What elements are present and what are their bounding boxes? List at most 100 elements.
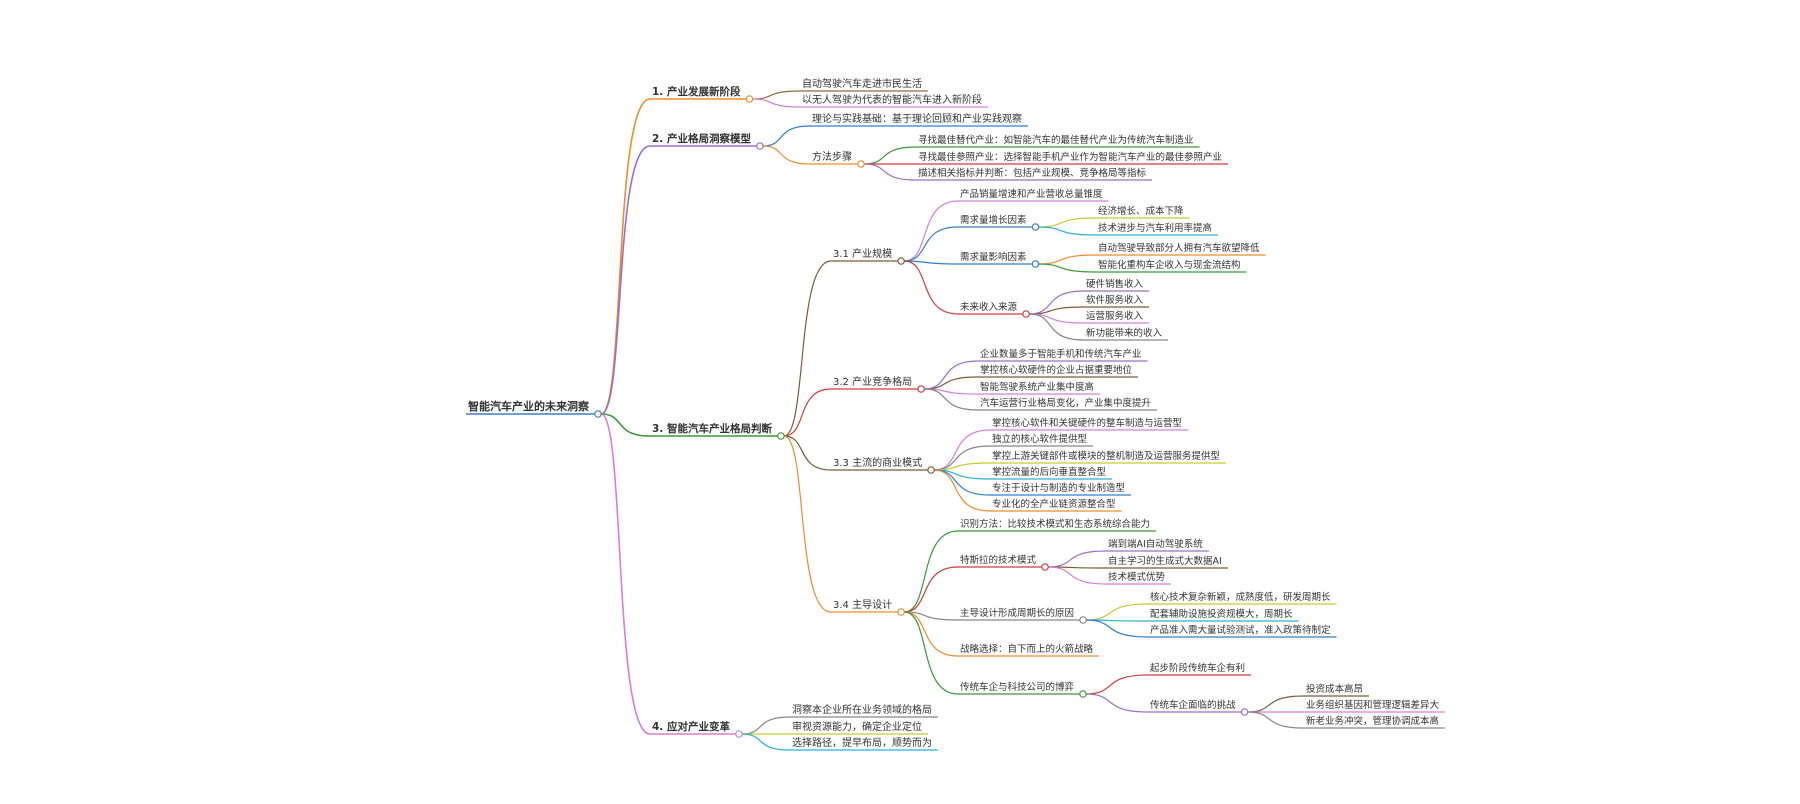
connector-line (783, 435, 832, 471)
sub-topic[interactable]: 核心技术复杂新颖，成熟度低，研发周期长 (1150, 591, 1331, 603)
mindmap-connectors (466, 90, 1446, 751)
connector-line (904, 611, 959, 621)
connector-line (1038, 254, 1097, 265)
connector-line (1029, 290, 1085, 315)
sub-topic[interactable]: 业务组织基因和管理逻辑差异大 (1306, 699, 1440, 711)
connector-line (1247, 695, 1305, 713)
collapse-toggle[interactable] (1031, 223, 1040, 231)
connector-line (1086, 603, 1149, 621)
collapse-toggle[interactable] (917, 385, 925, 393)
sub-topic[interactable]: 硬件销售收入 (1086, 278, 1144, 290)
collapse-toggle[interactable] (1079, 616, 1087, 624)
sub-topic[interactable]: 寻找最佳替代产业：如智能汽车的最佳替代产业为传统汽车制造业 (918, 134, 1194, 146)
sub-topic[interactable]: 配套辅助设施投资规模大，周期长 (1150, 608, 1293, 620)
sub-topic[interactable]: 3.3 主流的商业模式 (833, 456, 922, 469)
connector-line (783, 388, 832, 437)
connector-line (1038, 217, 1097, 228)
connector-line (741, 733, 791, 751)
connector-line (1038, 226, 1097, 236)
sub-topic[interactable]: 理论与实践基础：基于理论回顾和产业实践观察 (812, 112, 1022, 125)
sub-topic[interactable]: 独立的核心软件提供型 (992, 433, 1088, 445)
sub-topic[interactable]: 掌控核心软硬件的企业占据重要地位 (980, 364, 1133, 376)
sub-topic[interactable]: 需求量增长因素 (960, 214, 1027, 226)
collapse-toggle[interactable] (777, 432, 785, 440)
sub-topic[interactable]: 软件服务收入 (1086, 294, 1144, 306)
collapse-toggle[interactable] (756, 142, 764, 150)
root-topic[interactable]: 智能汽车产业的未来洞察 (468, 399, 590, 413)
sub-topic[interactable]: 自主学习的生成式大数据AI (1108, 555, 1222, 567)
sub-topic[interactable]: 运营服务收入 (1086, 310, 1144, 322)
sub-topic[interactable]: 洞察本企业所在业务领域的格局 (792, 703, 932, 716)
collapse-toggle[interactable] (1041, 563, 1049, 571)
sub-topic[interactable]: 新老业务冲突，管理协调成本高 (1306, 715, 1439, 727)
sub-topic[interactable]: 智能化重构车企收入与现金流结构 (1098, 259, 1241, 271)
sub-topic[interactable]: 掌控上游关键部件或模块的整机制造及运营服务提供型 (992, 450, 1221, 462)
collapse-toggle[interactable] (1079, 690, 1087, 698)
collapse-toggle[interactable] (897, 608, 905, 616)
collapse-toggle[interactable] (1031, 260, 1040, 268)
main-topic[interactable]: 4. 应对产业变革 (652, 720, 730, 733)
sub-topic[interactable]: 起步阶段传统车企有利 (1150, 662, 1245, 674)
sub-topic[interactable]: 企业数量多于智能手机和传统汽车产业 (980, 348, 1142, 360)
sub-topic[interactable]: 技术模式优势 (1108, 571, 1166, 583)
connector-line (600, 413, 651, 735)
connector-line (1086, 674, 1149, 695)
sub-topic[interactable]: 审视资源能力，确定企业定位 (792, 720, 922, 733)
sub-topic[interactable]: 战略选择：自下而上的火箭战略 (960, 643, 1094, 655)
sub-topic[interactable]: 专业化的全产业链资源整合型 (992, 498, 1116, 510)
connector-line (904, 566, 959, 613)
collapse-toggle[interactable] (1240, 708, 1249, 716)
sub-topic[interactable]: 3.2 产业竞争格局 (833, 375, 912, 388)
collapse-toggle[interactable] (745, 95, 754, 103)
sub-topic[interactable]: 自动驾驶导致部分人拥有汽车欲望降低 (1098, 242, 1260, 254)
sub-topic[interactable]: 3.1 产业规模 (833, 247, 892, 260)
connector-line (924, 360, 979, 390)
sub-topic[interactable]: 端到端AI自动驾驶系统 (1108, 538, 1203, 550)
sub-topic[interactable]: 经济增长、成本下降 (1098, 205, 1184, 217)
connector-line (1029, 313, 1085, 341)
main-topic[interactable]: 3. 智能汽车产业格局判断 (652, 422, 772, 435)
sub-topic[interactable]: 新功能带来的收入 (1086, 327, 1163, 339)
sub-topic[interactable]: 寻找最佳参照产业：选择智能手机产业作为智能汽车产业的最佳参照产业 (918, 151, 1222, 163)
collapse-toggle[interactable] (927, 466, 935, 474)
sub-topic[interactable]: 掌控流量的后向垂直整合型 (992, 466, 1107, 478)
mindmap-nodes (594, 95, 1249, 738)
sub-topic[interactable]: 自动驾驶汽车走进市民生活 (802, 77, 922, 90)
sub-topic[interactable]: 智能驾驶系统产业集中度高 (980, 381, 1094, 393)
main-topic[interactable]: 1. 产业发展新阶段 (652, 85, 741, 98)
sub-topic[interactable]: 技术进步与汽车利用率提高 (1098, 222, 1212, 234)
connector-line (1048, 566, 1107, 585)
sub-topic[interactable]: 汽车运营行业格局变化，产业集中度提升 (980, 397, 1152, 409)
sub-topic[interactable]: 描述相关指标并判断：包括产业规模、竞争格局等指标 (918, 167, 1147, 179)
sub-topic[interactable]: 识别方法：比较技术模式和生态系统综合能力 (960, 518, 1150, 530)
sub-topic[interactable]: 掌控核心软件和关键硬件的整车制造与运营型 (992, 417, 1183, 429)
connector-line (762, 125, 811, 147)
sub-topic[interactable]: 以无人驾驶为代表的智能汽车进入新阶段 (802, 93, 982, 106)
main-topic[interactable]: 2. 产业格局洞察模型 (652, 132, 751, 145)
collapse-toggle[interactable] (594, 410, 602, 418)
connector-line (783, 435, 832, 613)
connector-line (904, 226, 959, 262)
connector-line (752, 98, 801, 108)
sub-topic[interactable]: 投资成本高昂 (1306, 683, 1363, 695)
sub-topic[interactable]: 需求量影响因素 (960, 251, 1027, 263)
sub-topic[interactable]: 特斯拉的技术模式 (960, 554, 1037, 566)
collapse-toggle[interactable] (1022, 310, 1030, 318)
sub-topic[interactable]: 未来收入来源 (960, 301, 1018, 313)
sub-topic[interactable]: 选择路径，提早布局，顺势而为 (792, 736, 932, 749)
collapse-toggle[interactable] (897, 257, 905, 265)
connector-line (600, 413, 651, 437)
sub-topic[interactable]: 专注于设计与制造的专业制造型 (992, 482, 1126, 494)
collapse-toggle[interactable] (735, 730, 743, 738)
sub-topic[interactable]: 传统车企面临的挑战 (1150, 699, 1236, 711)
collapse-toggle[interactable] (857, 160, 865, 168)
sub-topic[interactable]: 产品销量增速和产业营收总量锥度 (960, 188, 1103, 200)
connector-line (1086, 619, 1149, 638)
sub-topic[interactable]: 产品准入需大量试验测试，准入政策待制定 (1150, 624, 1331, 636)
sub-topic[interactable]: 传统车企与科技公司的博弈 (960, 681, 1075, 693)
sub-topic[interactable]: 主导设计形成周期长的原因 (960, 607, 1074, 619)
connector-line (904, 260, 959, 315)
connector-line (1048, 550, 1107, 568)
sub-topic[interactable]: 方法步骤 (812, 150, 852, 163)
sub-topic[interactable]: 3.4 主导设计 (833, 598, 892, 611)
